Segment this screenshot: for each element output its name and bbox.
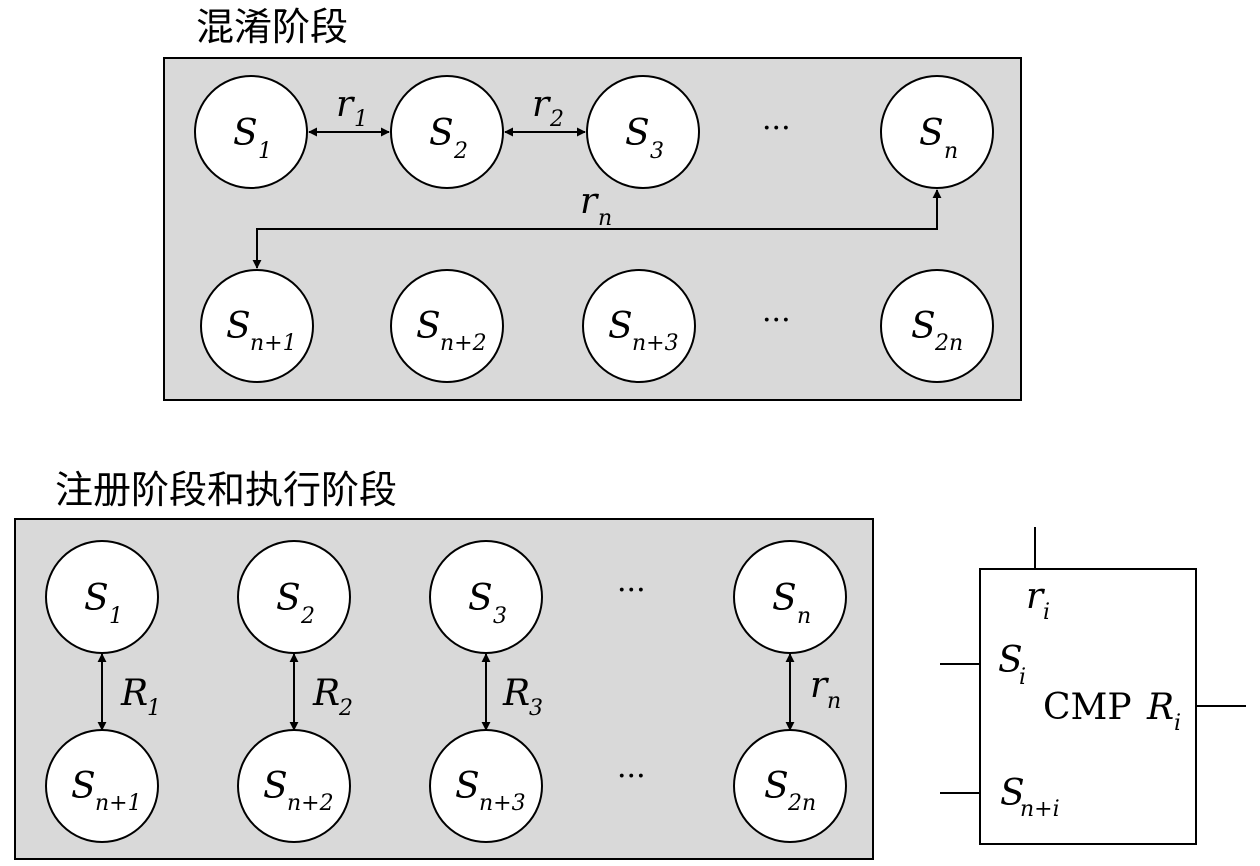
bottom-node-s1: S 1 — [45, 540, 159, 654]
cmp-out-sub: i — [1174, 711, 1181, 736]
top-node-s3-sub: 3 — [650, 139, 664, 164]
bottom-node-s2n: S 2n — [733, 729, 847, 843]
bottom-panel-title: 注册阶段和执行阶段 — [55, 468, 397, 512]
top-panel-title: 混淆阶段 — [196, 5, 348, 49]
edge-rn-bottom-base: r — [810, 665, 829, 706]
bottom-node-sn2: S n+2 — [237, 729, 351, 843]
edge-R2-sub: 2 — [338, 696, 353, 721]
arrow-sn-sn1 — [252, 189, 942, 269]
bottom-node-s2-base: S — [276, 578, 301, 619]
edge-R1-sub: 1 — [147, 696, 161, 721]
top-node-s3-base: S — [625, 113, 650, 154]
bottom-node-sn3-base: S — [455, 766, 480, 807]
cmp-si-base: S — [998, 640, 1023, 681]
bottom-node-sn1-base: S — [71, 766, 96, 807]
top-node-s2-base: S — [429, 113, 454, 154]
bottom-row2-ellipsis: ··· — [617, 759, 646, 794]
bottom-row1-ellipsis: ··· — [617, 573, 646, 608]
cmp-out-base: R — [1146, 687, 1174, 728]
bottom-node-s2: S 2 — [237, 540, 351, 654]
edge-rn-sub: n — [598, 206, 612, 231]
top-node-sn3-base: S — [608, 306, 633, 347]
cmp-ri-sub: i — [1043, 600, 1050, 625]
edge-R2-base: R — [312, 673, 340, 714]
bottom-node-s2n-sub: 2n — [787, 791, 816, 816]
top-node-s2-sub: 2 — [453, 139, 468, 164]
bottom-node-sn3-sub: n+3 — [479, 791, 526, 816]
edge-r2-sub: 2 — [549, 107, 564, 132]
top-node-s1-base: S — [233, 113, 258, 154]
bottom-node-s2n-base: S — [764, 766, 789, 807]
edge-r1-base: r — [336, 84, 355, 125]
top-node-s1-sub: 1 — [258, 139, 272, 164]
bottom-node-sn1-sub: n+1 — [95, 791, 142, 816]
edge-r1-sub: 1 — [354, 107, 368, 132]
top-node-sn-sub: n — [944, 139, 958, 164]
top-node-sn2: S n+2 — [390, 269, 504, 383]
top-node-sn3: S n+3 — [582, 269, 696, 383]
cmp-ri-base: r — [1026, 576, 1045, 617]
bottom-node-sn-sub: n — [797, 604, 811, 629]
top-node-sn-base: S — [919, 113, 944, 154]
top-node-sn2-sub: n+2 — [440, 331, 487, 356]
bottom-node-sn2-sub: n+2 — [287, 791, 334, 816]
bottom-node-s1-sub: 1 — [109, 604, 123, 629]
bottom-node-sn1: S n+1 — [45, 729, 159, 843]
top-node-s3: S 3 — [586, 75, 700, 189]
top-node-s2n: S 2n — [880, 269, 994, 383]
bottom-node-sn3: S n+3 — [429, 729, 543, 843]
top-row1-ellipsis: ··· — [762, 111, 791, 146]
edge-r2-base: r — [532, 84, 551, 125]
top-row2-ellipsis: ··· — [762, 303, 791, 338]
top-node-s1: S 1 — [194, 75, 308, 189]
bottom-node-sn: S n — [733, 540, 847, 654]
edge-rn-base: r — [580, 181, 599, 222]
top-node-s2: S 2 — [390, 75, 504, 189]
top-node-sn2-base: S — [416, 306, 441, 347]
bottom-node-s1-base: S — [84, 578, 109, 619]
cmp-label: CMP — [1043, 687, 1132, 728]
top-node-sn1: S n+1 — [200, 269, 314, 383]
bottom-node-sn2-base: S — [263, 766, 288, 807]
edge-R1-base: R — [120, 673, 148, 714]
edge-R3-base: R — [502, 673, 530, 714]
top-node-sn3-sub: n+3 — [632, 331, 679, 356]
cmp-sni-base: S — [1000, 773, 1025, 814]
top-node-s2n-base: S — [911, 306, 936, 347]
cmp-si-sub: i — [1019, 665, 1026, 690]
bottom-node-s2-sub: 2 — [300, 604, 315, 629]
bottom-node-s3-sub: 3 — [493, 604, 507, 629]
top-node-sn: S n — [880, 75, 994, 189]
edge-R3-sub: 3 — [529, 696, 543, 721]
top-node-s2n-sub: 2n — [934, 331, 963, 356]
bottom-node-s3-base: S — [468, 578, 493, 619]
top-node-sn1-sub: n+1 — [250, 331, 297, 356]
edge-rn-bottom-sub: n — [827, 689, 841, 714]
cmp-sni-sub: n+i — [1020, 797, 1060, 822]
cmp-block: r i S i CMP R i S n+i — [940, 527, 1246, 845]
bottom-node-sn-base: S — [772, 578, 797, 619]
top-node-sn1-base: S — [226, 306, 251, 347]
bottom-node-s3: S 3 — [429, 540, 543, 654]
